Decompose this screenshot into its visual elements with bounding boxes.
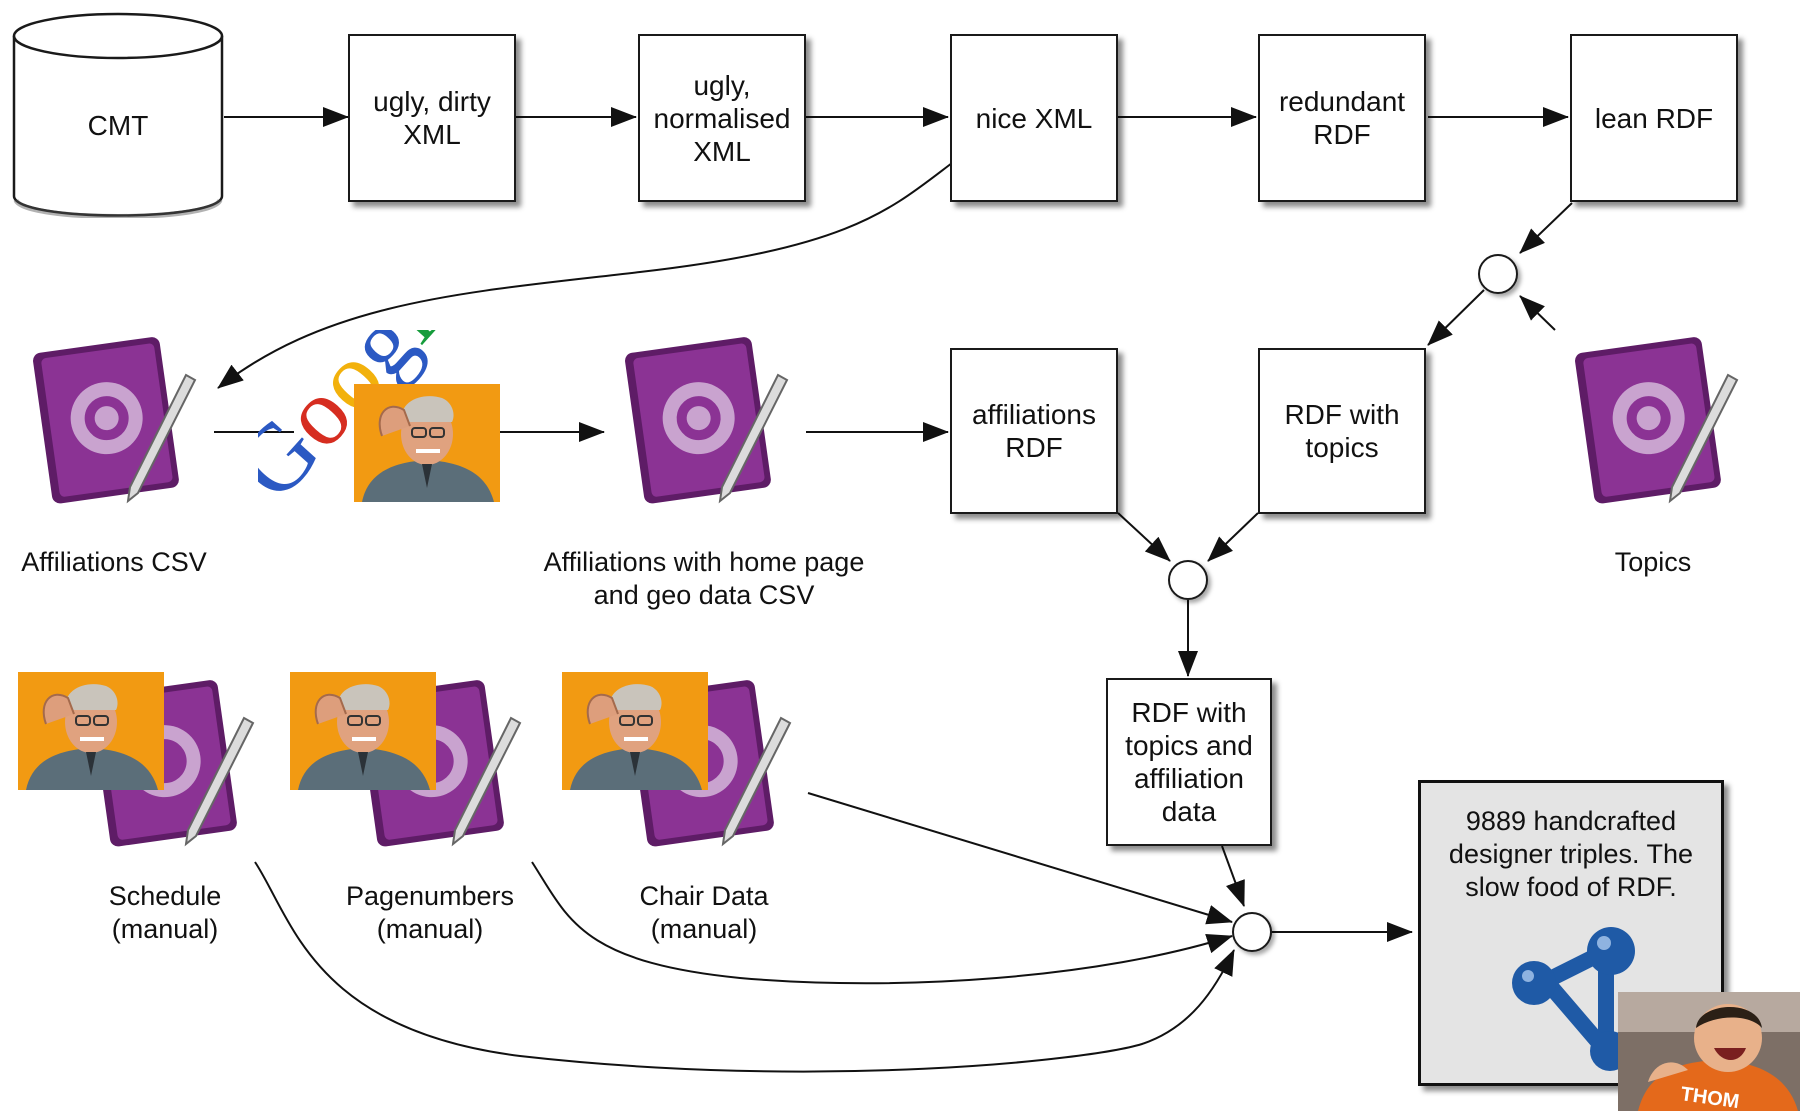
merge-node-affiliations: [1168, 560, 1208, 600]
affiliations-csv-label: Affiliations CSV: [21, 547, 207, 577]
affiliations-rdf-box: affiliations RDF: [950, 348, 1118, 514]
frustrated-man-photo: [18, 672, 164, 790]
rdf-sparql-logo: [1512, 927, 1635, 1071]
ugly-normalised-xml-box: ugly, normalised XML: [638, 34, 806, 202]
edge-rdftopics-node: [1207, 512, 1259, 562]
ugly-dirty-xml-box: ugly, dirty XML: [348, 34, 516, 202]
lean-rdf-box: lean RDF: [1570, 34, 1738, 202]
edge-schedule-final-node: [254, 861, 1235, 1073]
redundant-rdf-box: redundant RDF: [1258, 34, 1426, 202]
script-editor-icon: [33, 337, 197, 504]
final-triples-text: 9889 handcrafted designer triples. The s…: [1448, 806, 1694, 902]
cmt-database: [12, 12, 224, 218]
frustrated-man-photo: [562, 672, 708, 790]
google-logo-text: Google: [258, 330, 458, 519]
rdf-topics-affiliation-box: RDF with topics and affiliation data: [1106, 678, 1272, 846]
affiliations-geo-csv-label: Affiliations with home page and geo data…: [543, 547, 865, 610]
google-logo: Google: [258, 330, 458, 519]
script-editor-icon: [625, 337, 789, 504]
pagenumbers-label: Pagenumbers (manual): [345, 881, 515, 944]
frustrated-man-photo: [290, 672, 436, 790]
edge-nice-affiliations: [217, 162, 953, 389]
edge-affrdf-node: [1117, 512, 1171, 562]
nice-xml-box: nice XML: [950, 34, 1118, 202]
rdf-with-topics-box: RDF with topics: [1258, 348, 1426, 514]
merge-node-final: [1232, 912, 1272, 952]
topics-label: Topics: [1614, 547, 1692, 577]
cmt-label: CMT: [87, 110, 149, 141]
laughing-child-photo: THOM: [1618, 992, 1800, 1111]
merge-node-topics: [1478, 254, 1518, 294]
edge-chair-final-node: [807, 792, 1233, 925]
edge-lean-node: [1519, 202, 1573, 254]
chair-data-label: Chair Data (manual): [639, 881, 769, 944]
edge-combined-final-node: [1221, 845, 1245, 907]
script-editor-icon: [1575, 337, 1739, 504]
frustrated-man-photo: [354, 384, 500, 502]
edge-pagenumbers-final-node: [531, 861, 1233, 985]
edge-topics-node: [1519, 295, 1556, 331]
final-triples-box: 9889 handcrafted designer triples. The s…: [1418, 780, 1724, 1086]
edge-node-rdftopics: [1427, 289, 1485, 346]
schedule-label: Schedule (manual): [108, 881, 222, 944]
